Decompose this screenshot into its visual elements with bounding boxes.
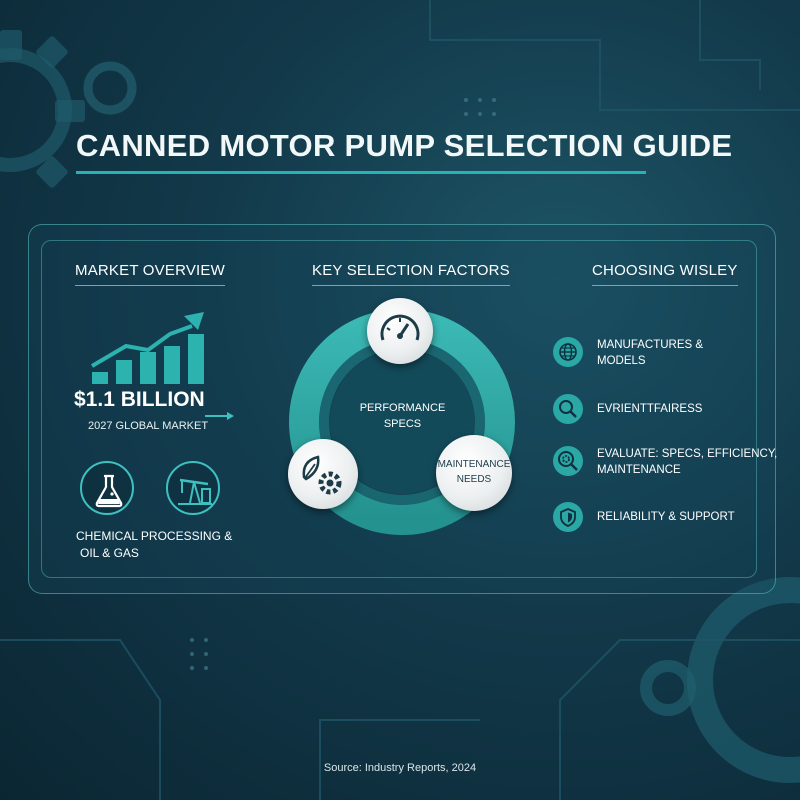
magnifier-gear-icon [553,446,583,476]
arrow-right-icon [205,412,234,420]
item-line-2: MAINTENANCE [597,464,681,476]
shield-icon [553,502,583,532]
wheel-center-label: PERFORMANCE SPECS [345,400,460,432]
item-line-1: EVALUATE: SPECS, EFFICIENCY, [597,448,778,460]
chemical-flask-icon [80,461,134,515]
sector-line-2: OIL & GAS [80,546,139,560]
maintenance-node: MAINTENANCE NEEDS [436,435,512,511]
efficiency-node [288,439,358,509]
key-factors-heading: KEY SELECTION FACTORS [312,262,510,286]
center-label-line-2: SPECS [383,418,422,430]
item-line-1: EVRIENTTFAIRESS [597,403,703,415]
market-sectors: CHEMICAL PROCESSING & OIL & GAS [76,528,232,562]
choosing-item-text: RELIABILITY & SUPPORT [597,509,735,525]
choosing-item-text: EVRIENTTFAIRESS [597,401,702,417]
center-label-line-1: PERFORMANCE [359,402,446,414]
market-value-caption: 2027 GLOBAL MARKET [88,420,209,432]
rising-bar-chart-icon [90,312,204,384]
magnifier-icon [553,394,583,424]
gauge-icon [380,314,420,341]
globe-icon [553,337,583,367]
background-small-gear-icon [83,61,137,115]
sector-line-1: CHEMICAL PROCESSING & [76,529,233,543]
item-line-1: MANUFACTURES & [597,339,704,351]
main-card-inner-frame [41,240,757,578]
item-line-2: MODELS [597,355,646,367]
market-value: $1.1 BILLION [74,388,205,411]
item-line-1: RELIABILITY & SUPPORT [597,511,735,523]
background-big-gear-icon [687,577,800,783]
choosing-item-text: MANUFACTURES & MODELS [597,337,703,369]
performance-gauge-node [367,298,433,364]
market-overview-heading: MARKET OVERVIEW [75,262,225,286]
maintenance-label-line-2: NEEDS [456,474,492,485]
source-note: Source: Industry Reports, 2024 [323,762,477,774]
maintenance-node-label: MAINTENANCE NEEDS [436,457,512,487]
leaf-gear-icon [302,455,342,495]
background-gear-small-bottom-icon [640,660,696,716]
oil-pumpjack-icon [166,461,220,515]
title-underline [76,171,646,174]
choosing-item-text: EVALUATE: SPECS, EFFICIENCY, MAINTENANCE [597,446,777,478]
maintenance-label-line-1: MAINTENANCE [437,459,511,470]
choosing-heading: CHOOSING WISLEY [592,262,738,286]
background-gear-icon [0,48,72,172]
page-title: CANNED MOTOR PUMP SELECTION GUIDE [76,128,733,163]
